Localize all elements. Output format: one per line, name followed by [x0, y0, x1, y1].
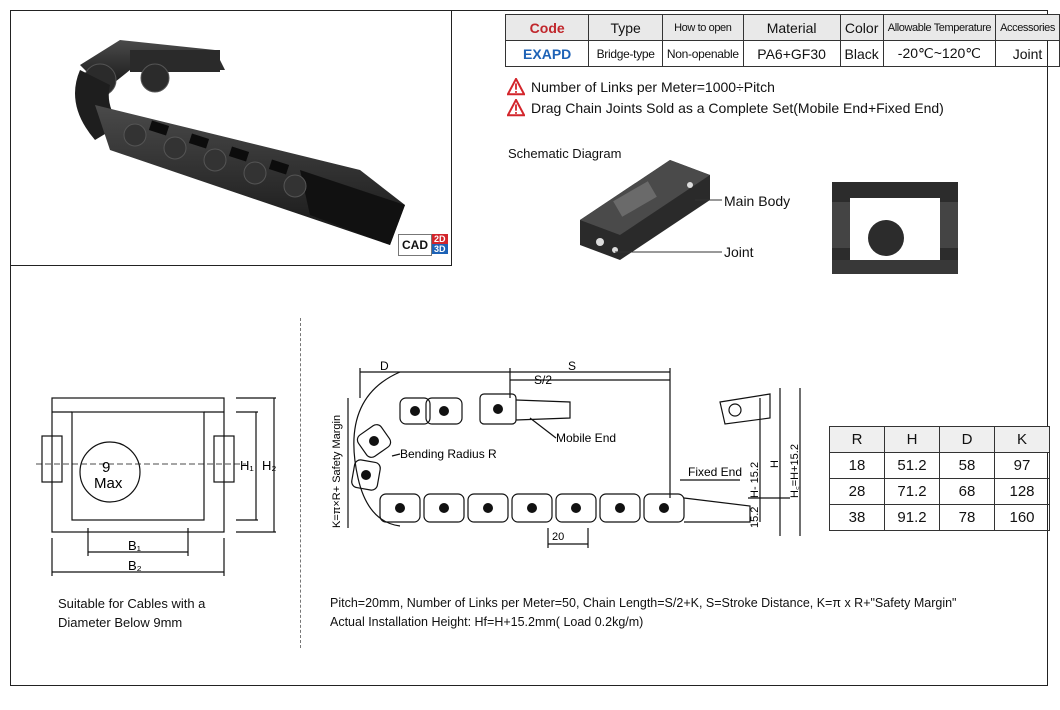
- cable-caption-line-1: Suitable for Cables with a: [58, 596, 206, 611]
- drag-chain-image: [75, 40, 405, 245]
- formula-caption: Pitch=20mm, Number of Links per Meter=50…: [330, 594, 957, 632]
- dims-cell: 38: [829, 504, 885, 531]
- dims-cell: 97: [994, 452, 1050, 479]
- spec-material-value: PA6+GF30: [742, 40, 841, 67]
- v152-label: 15.2: [749, 507, 761, 528]
- s-half-label: S/2: [534, 373, 552, 387]
- dims-cell: 28: [829, 478, 885, 505]
- product-photo: CAD 2D 3D: [10, 10, 452, 266]
- note-joints-set: Drag Chain Joints Sold as a Complete Set…: [507, 99, 944, 117]
- spec-header-type: Type: [588, 14, 663, 41]
- main-body-label: Main Body: [724, 193, 791, 209]
- bending-radius-label: Bending Radius R: [400, 447, 497, 461]
- spec-accessories-value: Joint: [995, 40, 1060, 67]
- spec-header-row: Code Type How to open Material Color All…: [504, 14, 1060, 41]
- cad-download-badge[interactable]: CAD 2D 3D: [398, 234, 448, 256]
- spec-how-to-open-value: Non-openable: [661, 40, 744, 67]
- max-label-2: Max: [94, 475, 123, 492]
- h2-label: H₂: [262, 458, 276, 473]
- pitch-20-label: 20: [552, 531, 564, 543]
- side-view-drawing: D S S/2 K=π×R+ Safety Margin Bending Rad…: [331, 359, 801, 548]
- dims-cell: 160: [994, 504, 1050, 531]
- dims-header-d: D: [939, 426, 995, 453]
- warning-icon: [507, 78, 525, 96]
- dims-cell: 51.2: [884, 452, 940, 479]
- spec-header-accessories: Accessories: [995, 14, 1060, 41]
- table-row: 38 91.2 78 160: [829, 504, 1050, 531]
- cad-label: CAD: [398, 234, 432, 256]
- warning-icon: [507, 99, 525, 117]
- end-view-image: [832, 182, 958, 274]
- note-text: Number of Links per Meter=1000÷Pitch: [531, 79, 775, 95]
- dims-header-row: R H D K: [829, 426, 1050, 453]
- b1-label: B₁: [128, 538, 142, 553]
- spec-header-code: Code: [504, 14, 590, 41]
- spec-value-row: EXAPD Bridge-type Non-openable PA6+GF30 …: [504, 40, 1060, 67]
- dimension-table: R H D K 18 51.2 58 97 28 71.2 68 128 38 …: [829, 426, 1050, 531]
- cable-caption-line-2: Diameter Below 9mm: [58, 615, 183, 630]
- spec-header-temperature: Allowable Temperature: [882, 14, 997, 41]
- spec-color-value: Black: [839, 40, 884, 67]
- note-text: Drag Chain Joints Sold as a Complete Set…: [531, 100, 944, 116]
- spec-header-material: Material: [742, 14, 841, 41]
- joint-label: Joint: [724, 244, 754, 260]
- cross-section-drawing: 9 Max H₁ H₂ B₁ B₂: [36, 397, 276, 576]
- spec-code-value: EXAPD: [504, 40, 590, 67]
- hf-label: H꜀=H+15.2: [789, 444, 801, 498]
- dims-cell: 68: [939, 478, 995, 505]
- h1-label: H₁: [240, 458, 254, 473]
- formula-caption-line-1: Pitch=20mm, Number of Links per Meter=50…: [330, 596, 957, 610]
- dims-header-r: R: [829, 426, 885, 453]
- cad-2d-label: 2D: [432, 234, 448, 244]
- section-divider: [300, 318, 301, 648]
- dims-cell: 91.2: [884, 504, 940, 531]
- spec-temperature-value: -20℃~120℃: [882, 40, 997, 67]
- schematic-title: Schematic Diagram: [508, 146, 622, 161]
- spec-header-color: Color: [839, 14, 884, 41]
- cad-3d-label: 3D: [432, 244, 448, 254]
- dims-cell: 78: [939, 504, 995, 531]
- cable-caption: Suitable for Cables with a Diameter Belo…: [58, 594, 205, 632]
- d-label: D: [380, 359, 389, 373]
- h-minus-label: H- 15.2: [749, 462, 761, 498]
- formula-caption-line-2: Actual Installation Height: Hf=H+15.2mm(…: [330, 615, 644, 629]
- note-links-per-meter: Number of Links per Meter=1000÷Pitch: [507, 78, 775, 96]
- schematic-link-image: [580, 160, 722, 260]
- h-label: H: [769, 460, 781, 468]
- spec-table: Code Type How to open Material Color All…: [504, 14, 1060, 67]
- dims-cell: 71.2: [884, 478, 940, 505]
- dims-cell: 18: [829, 452, 885, 479]
- table-row: 18 51.2 58 97: [829, 452, 1050, 479]
- max-label-1: 9: [102, 459, 110, 476]
- k-formula-label: K=π×R+ Safety Margin: [331, 415, 343, 528]
- spec-type-value: Bridge-type: [588, 40, 663, 67]
- fixed-end-label: Fixed End: [688, 465, 742, 479]
- dims-header-k: K: [994, 426, 1050, 453]
- dims-header-h: H: [884, 426, 940, 453]
- dims-cell: 58: [939, 452, 995, 479]
- spec-header-how-to-open: How to open: [661, 14, 744, 41]
- dims-cell: 128: [994, 478, 1050, 505]
- b2-label: B₂: [128, 558, 142, 573]
- page-frame: [10, 10, 1048, 686]
- s-label: S: [568, 359, 576, 373]
- mobile-end-label: Mobile End: [556, 431, 616, 445]
- table-row: 28 71.2 68 128: [829, 478, 1050, 505]
